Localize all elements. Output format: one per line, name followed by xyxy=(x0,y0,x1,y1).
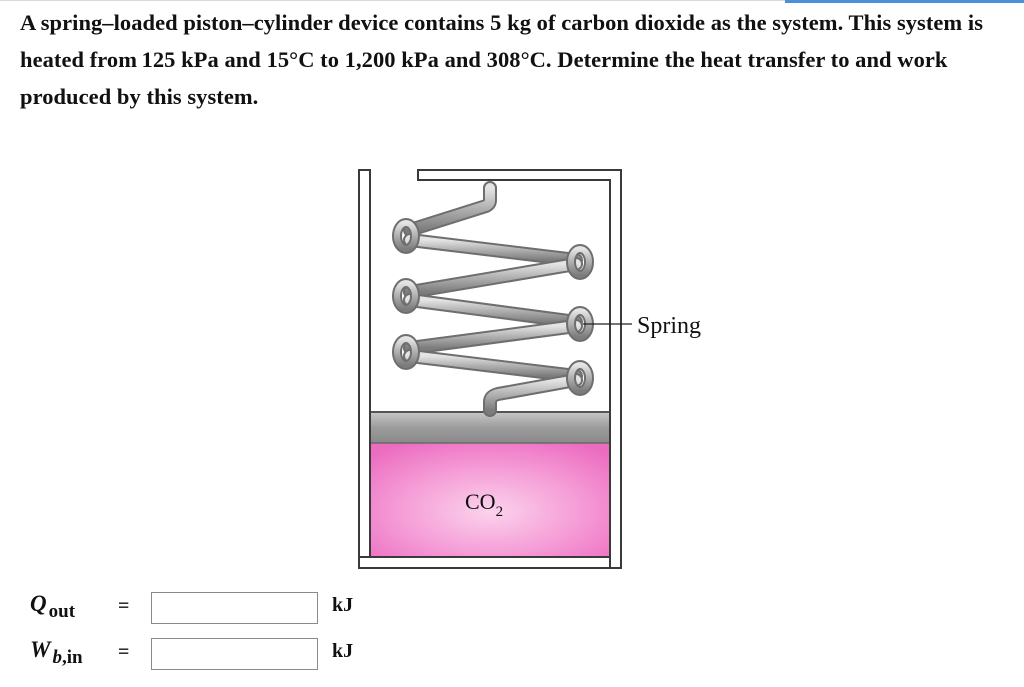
piston-cylinder-diagram: Spring CO2 xyxy=(358,169,701,569)
gas-label: CO2 xyxy=(465,489,503,520)
heat-unit: kJ xyxy=(332,594,354,616)
equals-sign: = xyxy=(118,595,130,617)
equals-sign: = xyxy=(118,641,130,663)
top-accent-bar xyxy=(785,0,1024,3)
work-unit: kJ xyxy=(332,640,354,662)
work-answer-input[interactable] xyxy=(151,638,318,670)
cylinder-walls xyxy=(358,169,622,569)
spring-label: Spring xyxy=(637,313,701,339)
piston-cylinder-figure: Spring CO2 xyxy=(340,160,740,580)
piston xyxy=(370,412,610,443)
top-rule xyxy=(0,0,785,1)
problem-statement: A spring–loaded piston–cylinder device c… xyxy=(20,10,984,109)
spring xyxy=(392,181,594,417)
heat-answer-input[interactable] xyxy=(151,592,318,624)
gas-region xyxy=(370,443,610,557)
